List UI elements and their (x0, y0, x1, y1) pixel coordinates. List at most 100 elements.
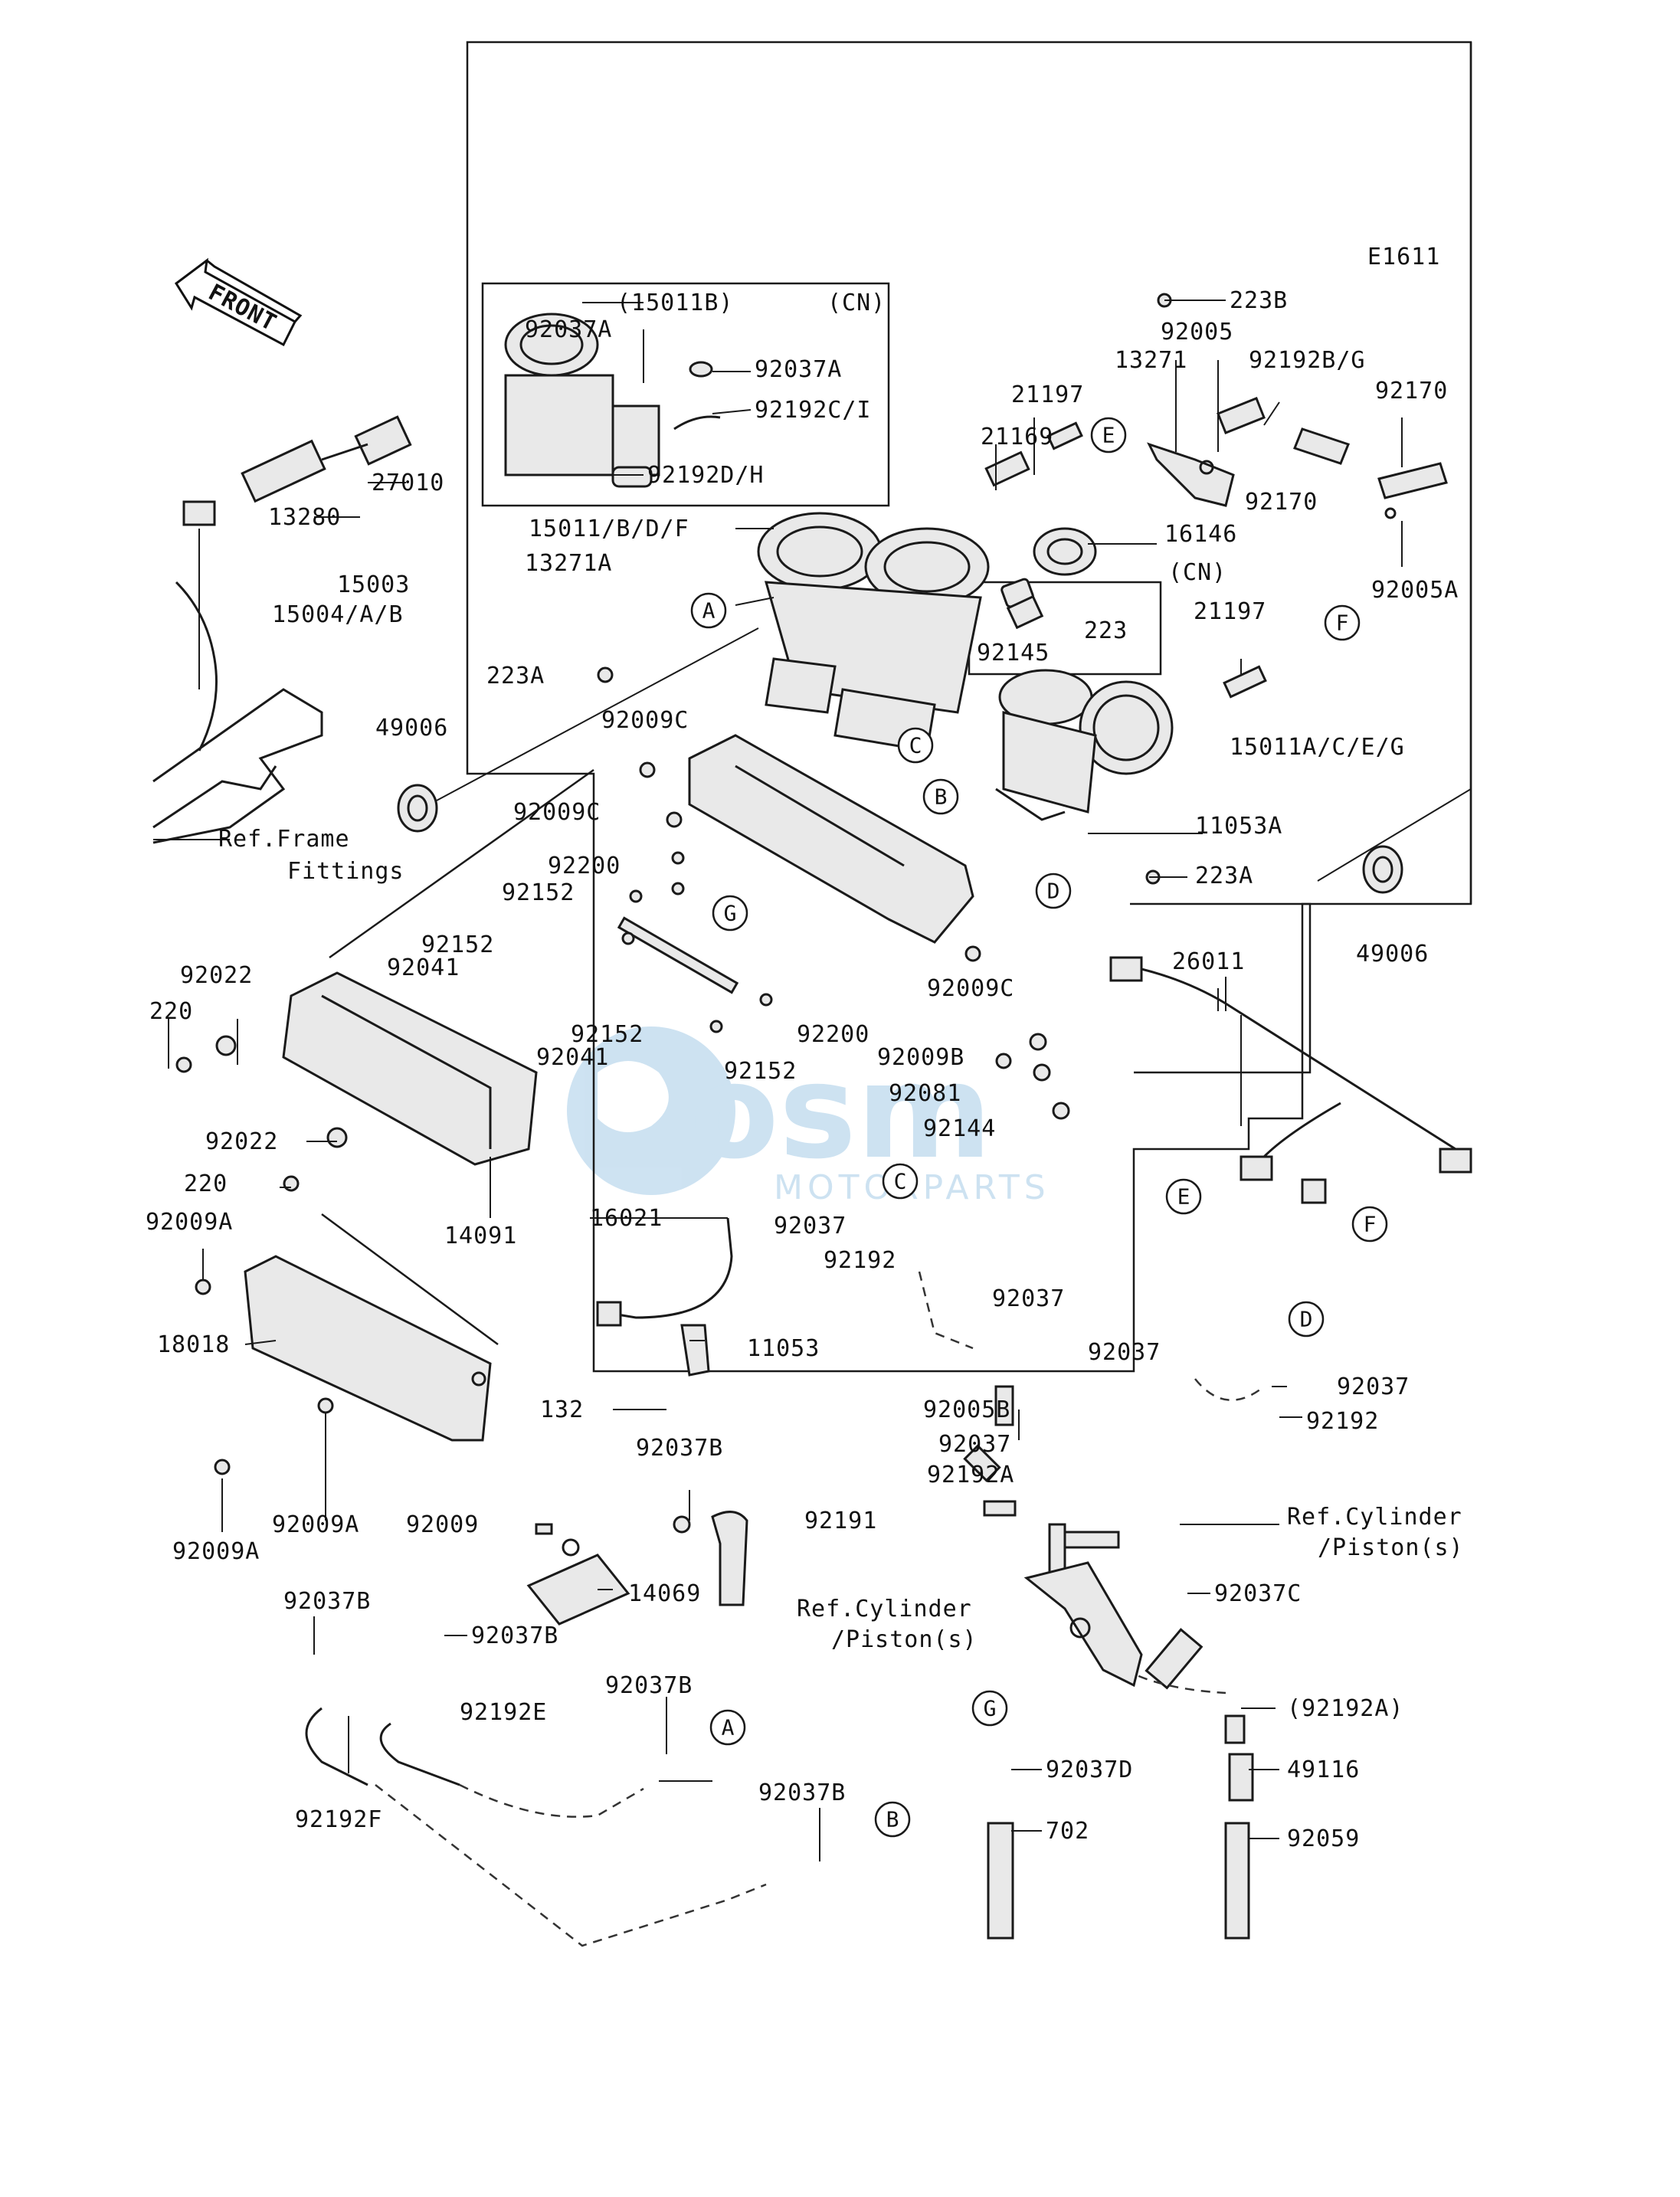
callout-E-top: E (1090, 417, 1127, 453)
front-label: FRONT (204, 279, 281, 337)
svg-text:E: E (1102, 423, 1115, 448)
label-92037-1: 92037 (774, 1213, 847, 1239)
gasket-49006-left (397, 784, 438, 833)
label-14069: 14069 (628, 1580, 701, 1607)
label-21197-1: 21197 (1011, 381, 1084, 408)
left-panel-line-2 (321, 1213, 499, 1346)
cn-inset-box (481, 282, 890, 507)
callout-E-bottom: E (1165, 1178, 1202, 1215)
label-13271a: 13271A (525, 550, 612, 577)
label-92037a-1: 92037A (525, 316, 612, 343)
callout-A-top: A (690, 592, 727, 629)
label-223a-1: 223A (486, 663, 545, 689)
svg-text:E: E (1177, 1184, 1190, 1210)
cover-18018 (244, 1255, 492, 1442)
callout-A-bottom: A (709, 1709, 746, 1746)
label-92192a-paren: (92192A) (1287, 1695, 1404, 1722)
label-15011bdf: 15011/B/D/F (529, 516, 689, 542)
label-92192f: 92192F (295, 1806, 382, 1833)
harness-26011 (1109, 956, 1472, 1204)
label-92037-4: 92037 (1337, 1374, 1410, 1400)
callout-C-bottom: C (882, 1163, 919, 1200)
cn-carburetor (504, 313, 721, 488)
label-220-1: 220 (149, 998, 193, 1025)
solenoid-14069 (526, 1515, 691, 1626)
callout-F-top: F (1324, 604, 1361, 641)
label-92009a-2: 92009A (272, 1511, 359, 1538)
label-702: 702 (1046, 1818, 1089, 1845)
main-box-top (466, 41, 1472, 904)
label-92009b: 92009B (877, 1044, 964, 1071)
label-223: 223 (1084, 617, 1128, 644)
label-92009c-2: 92009C (513, 799, 601, 826)
label-92009c-1: 92009C (601, 707, 689, 734)
hoses (305, 1271, 1265, 1947)
front-arrow-icon: FRONT (174, 257, 303, 347)
watermark-globe-icon (567, 1026, 735, 1195)
callout-B-bottom: B (874, 1801, 911, 1838)
svg-text:F: F (1336, 611, 1349, 636)
label-92145: 92145 (977, 640, 1050, 666)
label-92200-1: 92200 (548, 853, 621, 879)
label-92022-2: 92022 (205, 1128, 278, 1155)
main-assembly-box (466, 42, 1472, 1373)
svg-text:D: D (1047, 879, 1060, 904)
label-92170-2: 92170 (1245, 489, 1318, 516)
label-26011: 26011 (1172, 948, 1245, 975)
throttle-body-15011A (995, 669, 1174, 821)
label-92009a-3: 92009A (172, 1538, 260, 1565)
label-piston-2: /Piston(s) (831, 1626, 978, 1653)
label-49006-2: 49006 (1356, 941, 1429, 968)
label-92037b-3: 92037B (471, 1622, 558, 1649)
label-21197-2: 21197 (1194, 598, 1266, 625)
label-92037d: 92037D (1046, 1757, 1133, 1783)
label-92037-2: 92037 (992, 1285, 1065, 1312)
callout-D-bottom: D (1288, 1301, 1325, 1338)
label-92152-3: 92152 (571, 1021, 644, 1048)
label-11053a: 11053A (1195, 813, 1282, 840)
label-92037-3: 92037 (1088, 1339, 1161, 1366)
label-92009c-3: 92009C (927, 975, 1014, 1002)
label-92005b: 92005B (923, 1396, 1010, 1423)
label-ref-cylinder-2: Ref.Cylinder (797, 1596, 972, 1622)
label-92152-1: 92152 (502, 879, 575, 906)
label-piston-1: /Piston(s) (1318, 1534, 1464, 1561)
jets-21197 (984, 421, 1267, 699)
frame-plate (152, 581, 323, 844)
label-92192-2: 92192 (1306, 1408, 1379, 1435)
label-92152-2: 92152 (421, 932, 494, 958)
callout-G-top: G (712, 895, 748, 932)
left-panel-line (329, 768, 594, 959)
svg-text:D: D (1300, 1307, 1313, 1332)
svg-text:F: F (1364, 1212, 1377, 1237)
label-92200-2: 92200 (797, 1021, 869, 1048)
label-11053: 11053 (747, 1335, 820, 1362)
label-92192e: 92192E (460, 1699, 547, 1726)
label-15004ab: 15004/A/B (272, 601, 404, 628)
cable-16021 (596, 1217, 733, 1377)
svg-text:B: B (886, 1807, 899, 1832)
sensor-16146 (1000, 527, 1097, 608)
callout-circles: A B C D E F G E F C D A B G (690, 417, 1388, 1838)
label-15011aceg: 15011A/C/E/G (1230, 734, 1405, 761)
callout-B-top: B (922, 778, 959, 815)
label-18018: 18018 (157, 1331, 230, 1358)
svg-text:A: A (702, 598, 716, 624)
label-cn-2: (CN) (1168, 559, 1226, 586)
label-13271: 13271 (1115, 347, 1187, 374)
label-92037-5: 92037 (938, 1431, 1011, 1458)
svg-text:G: G (724, 901, 737, 926)
label-92152-4: 92152 (724, 1058, 797, 1085)
label-92041-1: 92041 (387, 954, 460, 981)
label-cn-1: (CN) (827, 290, 886, 316)
label-21169: 21169 (981, 424, 1053, 450)
svg-text:A: A (722, 1715, 735, 1740)
label-49006-1: 49006 (375, 715, 448, 742)
label-15011b: (15011B) (617, 290, 734, 316)
label-92041-2: 92041 (536, 1044, 609, 1071)
leader-lines (168, 300, 1403, 1861)
label-132: 132 (540, 1396, 584, 1423)
label-223b: 223B (1230, 287, 1288, 314)
label-ref-cylinder-1: Ref.Cylinder (1287, 1504, 1462, 1531)
